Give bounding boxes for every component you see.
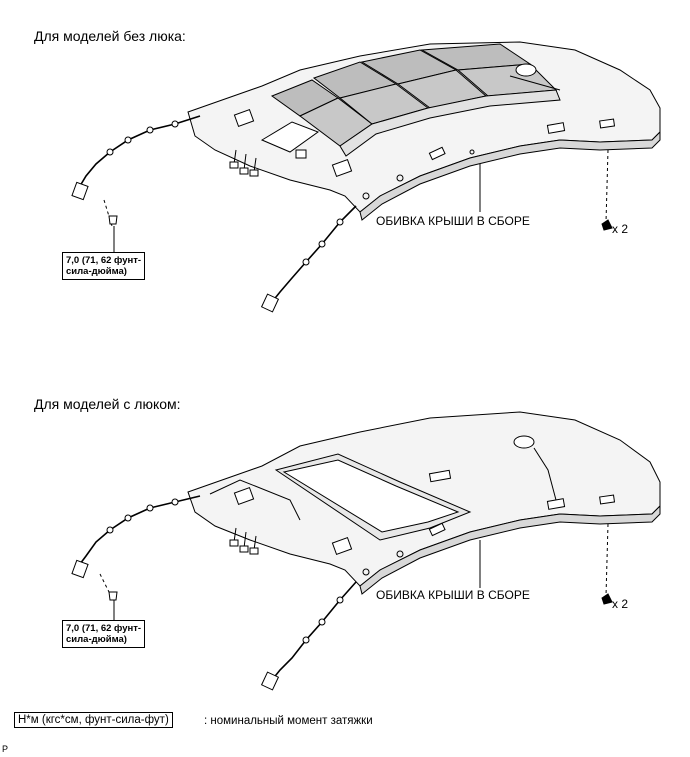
clip-quantity: x 2 (612, 222, 629, 236)
screw-icon (103, 199, 118, 227)
part-label-headliner-sunroof: ОБИВКА КРЫШИ В СБОРЕ (376, 588, 530, 602)
torque-spec-line-2: сила-дюйма) (66, 266, 127, 277)
torque-spec-line-1: 7,0 (71, 62 фунт- (66, 255, 142, 266)
section-heading-no-sunroof: Для моделей без люка: (34, 28, 186, 44)
clip-quantity-sunroof: x 2 (612, 597, 629, 611)
torque-unit-legend-text: : номинальный момент затяжки (204, 715, 373, 727)
torque-spec-box-sunroof: 7,0 (71, 62 фунт- сила-дюйма) (62, 620, 146, 648)
wire-harness-front-sunroof (79, 495, 201, 565)
torque-unit-legend-box: Н*м (кгс*см, фунт-сила-фут) (14, 712, 173, 728)
section-heading-sunroof: Для моделей с люком: (34, 396, 181, 412)
headliner-with-sunroof (71, 411, 661, 691)
corner-mark: P (2, 744, 9, 754)
wire-harness-front (79, 115, 201, 187)
torque-spec-line-2-sunroof: сила-дюйма) (66, 634, 127, 645)
wire-harness-side-sunroof (271, 581, 357, 681)
screw-icon-sunroof (99, 573, 118, 601)
clip-icon (601, 149, 613, 231)
map-light-opening (260, 121, 320, 153)
wire-harness-side (271, 205, 357, 303)
clip-icon-sunroof (601, 523, 613, 605)
torque-spec-line-1-sunroof: 7,0 (71, 62 фунт- (66, 623, 142, 634)
headliner-no-sunroof (71, 41, 661, 313)
rear-dome-light (515, 63, 537, 77)
part-label-headliner: ОБИВКА КРЫШИ В СБОРЕ (376, 214, 530, 228)
torque-spec-box: 7,0 (71, 62 фунт- сила-дюйма) (62, 252, 146, 280)
